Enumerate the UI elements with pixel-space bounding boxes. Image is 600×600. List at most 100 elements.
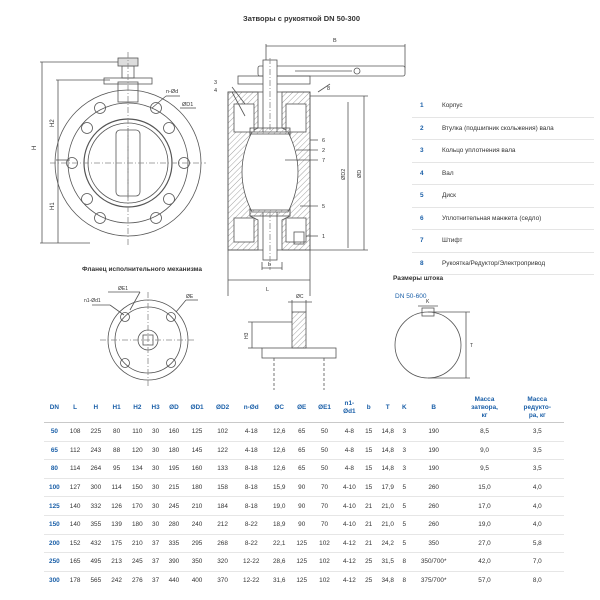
table-cell: 150	[126, 477, 148, 497]
table-cell: 127	[64, 477, 86, 497]
table-cell: 57,0	[458, 570, 511, 590]
label-c: ØC	[296, 294, 304, 300]
table-cell: 126	[106, 496, 127, 516]
table-cell: 30	[147, 422, 164, 442]
legend-label: Диск	[442, 192, 456, 200]
table-cell: 190	[408, 422, 459, 442]
table-cell: 295	[184, 533, 210, 553]
legend-label: Уплотнительная манжета (седло)	[442, 214, 542, 222]
table-cell: 12-22	[235, 552, 268, 572]
table-cell: 5,8	[510, 533, 564, 553]
table-cell: 260	[408, 477, 459, 497]
table-header-cell: ØD1	[190, 404, 204, 411]
side-view	[227, 44, 406, 296]
table-cell: 70	[312, 514, 337, 535]
table-header-cell: ØE1	[318, 404, 331, 411]
table-cell: 335	[163, 533, 185, 553]
table-cell: 30	[147, 514, 164, 535]
table-cell: 65	[291, 422, 313, 442]
table-cell: 243	[85, 440, 107, 460]
table-cell: 12,6	[267, 459, 292, 479]
table-cell: 3,5	[510, 440, 564, 460]
table-cell: 90	[291, 496, 313, 516]
stem-title: Размеры штока	[393, 275, 444, 282]
table-cell: 8-18	[235, 477, 268, 497]
table-cell: 5	[399, 533, 409, 553]
table-cell: 114	[64, 459, 86, 479]
table-cell: 213	[106, 552, 127, 572]
flange-view	[92, 291, 198, 388]
table-cell: 245	[126, 552, 148, 572]
table-cell: 150	[44, 514, 65, 535]
table-header-cell: H	[93, 404, 99, 411]
table-cell: 100	[44, 477, 65, 497]
table-cell: 440	[163, 570, 185, 590]
legend-label: Кольцо уплотнения вала	[442, 147, 516, 155]
table-cell: 5	[399, 477, 409, 497]
table-cell: 8	[399, 570, 409, 590]
table-header-cell: ØE	[297, 404, 307, 411]
legend-number: 8	[420, 259, 424, 267]
table-cell: 4-10	[336, 496, 362, 516]
table-cell: 22,1	[267, 533, 292, 553]
table-cell: 70	[312, 477, 337, 497]
table-cell: 21,0	[375, 514, 400, 535]
table-cell: 12,6	[267, 440, 292, 460]
table-header-cell: B	[431, 404, 436, 411]
table-cell: 14,8	[375, 459, 400, 479]
label-n1-d1: n1-Ød1	[84, 298, 101, 304]
table-cell: 65	[291, 440, 313, 460]
table-cell: 80	[44, 459, 65, 479]
table-cell: 88	[106, 440, 127, 460]
table-cell: 25	[361, 570, 376, 590]
table-cell: 102	[312, 533, 337, 553]
table-cell: 50	[312, 459, 337, 479]
legend-label: Штифт	[442, 237, 463, 245]
front-view	[40, 52, 206, 246]
table-cell: 158	[209, 477, 236, 497]
table-cell: 178	[64, 570, 86, 590]
table-cell: 50	[44, 422, 65, 442]
table-cell: 125	[184, 422, 210, 442]
table-cell: 125	[291, 570, 313, 590]
table-header-cell: b	[366, 404, 371, 411]
table-cell: 190	[408, 459, 459, 479]
table-cell: 125	[291, 552, 313, 572]
table-cell: 4-10	[336, 477, 362, 497]
table-cell: 240	[184, 514, 210, 535]
dim-d: ØD	[357, 170, 363, 178]
table-cell: 15	[361, 440, 376, 460]
table-cell: 8,5	[458, 422, 511, 442]
table-cell: 152	[64, 533, 86, 553]
table-cell: 215	[163, 477, 185, 497]
table-cell: 165	[64, 552, 86, 572]
table-cell: 4-12	[336, 552, 362, 572]
table-cell: 8-22	[235, 514, 268, 535]
table-cell: 120	[126, 440, 148, 460]
callout-2: 2	[322, 148, 325, 154]
table-cell: 50	[312, 422, 337, 442]
table-cell: 4-10	[336, 514, 362, 535]
table-cell: 9,0	[458, 440, 511, 460]
table-cell: 5	[399, 514, 409, 535]
table-cell: 160	[184, 459, 210, 479]
table-cell: 24,2	[375, 533, 400, 553]
table-cell: 3,5	[510, 459, 564, 479]
stem-section-view	[394, 305, 470, 379]
table-cell: 139	[106, 514, 127, 535]
table-cell: 15	[361, 477, 376, 497]
table-cell: 195	[163, 459, 185, 479]
table-header-cell: H3	[151, 404, 160, 411]
dim-h2: H2	[50, 119, 56, 127]
table-cell: 400	[184, 570, 210, 590]
table-cell: 15	[361, 459, 376, 479]
dim-l: L	[266, 287, 269, 293]
table-header-cell: DN	[49, 404, 59, 411]
table-cell: 17,0	[458, 496, 511, 516]
